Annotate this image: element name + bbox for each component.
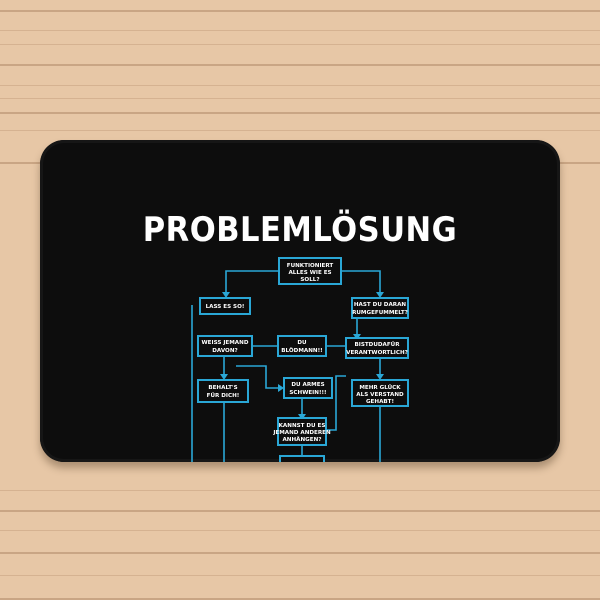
floor-plank <box>0 512 600 554</box>
svg-text:LASS ES SO!: LASS ES SO! <box>206 304 245 310</box>
svg-text:DAVON?: DAVON? <box>212 348 238 354</box>
svg-text:FUNKTIONIERT: FUNKTIONIERT <box>287 263 334 269</box>
svg-text:BLÖDMANN!!: BLÖDMANN!! <box>281 347 322 354</box>
floor-plank <box>0 0 600 12</box>
box-behalts: BEHALT'S FÜR DICH! <box>197 379 249 403</box>
svg-text:MEHR GLÜCK: MEHR GLÜCK <box>359 384 401 391</box>
svg-text:DU ARMES: DU ARMES <box>291 382 324 388</box>
floor-plank <box>0 470 600 512</box>
svg-text:ANHÄNGEN?: ANHÄNGEN? <box>282 436 321 443</box>
box-lass-es-so: LASS ES SO! <box>199 297 251 315</box>
box-du-bloedmann: DU BLÖDMANN!! <box>277 335 327 357</box>
svg-text:BISTDUDAFÜR: BISTDUDAFÜR <box>354 341 400 348</box>
svg-text:HAST DU DARAN: HAST DU DARAN <box>354 302 407 308</box>
box-partial-bottom <box>279 455 325 462</box>
svg-text:SOLL?: SOLL? <box>300 277 319 283</box>
svg-text:WEISS JEMAND: WEISS JEMAND <box>202 340 249 346</box>
svg-text:FÜR DICH!: FÜR DICH! <box>207 392 240 399</box>
box-mehr-glueck: MEHR GLÜCK ALS VERSTAND GEHABT! <box>351 379 409 407</box>
svg-text:SCHWEIN!!!: SCHWEIN!!! <box>289 390 326 396</box>
box-bist-du: BISTDUDAFÜR VERANTWORTLICH? <box>345 337 409 359</box>
svg-text:ALLES WIE ES: ALLES WIE ES <box>288 270 331 276</box>
mat-title: PROBLEMLÖSUNG <box>142 210 458 250</box>
svg-text:ALS VERSTAND: ALS VERSTAND <box>356 392 404 398</box>
svg-text:DU: DU <box>297 340 307 346</box>
floor-plank <box>0 12 600 66</box>
floor-plank <box>0 66 600 114</box>
floor-plank <box>0 554 600 600</box>
box-kannst-du: KANNST DU ES JEMAND ANDEREN ANHÄNGEN? <box>272 417 331 446</box>
box-armes-schwein: DU ARMES SCHWEIN!!! <box>283 377 333 399</box>
bath-mat: PROBLEMLÖSUNG <box>40 140 560 462</box>
svg-text:GEHABT!: GEHABT! <box>366 399 394 405</box>
svg-text:BEHALT'S: BEHALT'S <box>208 385 237 391</box>
svg-text:VERANTWORTLICH?: VERANTWORTLICH? <box>346 350 408 356</box>
box-weiss-jemand: WEISS JEMAND DAVON? <box>197 335 253 357</box>
svg-text:RUMGEFUMMELT?: RUMGEFUMMELT? <box>352 310 408 316</box>
box-hast-du: HAST DU DARAN RUMGEFUMMELT? <box>351 297 409 319</box>
svg-text:JEMAND ANDEREN: JEMAND ANDEREN <box>272 430 331 436</box>
flowchart: FUNKTIONIERT ALLES WIE ES SOLL? LASS ES … <box>191 257 409 462</box>
svg-text:KANNST DU ES: KANNST DU ES <box>279 423 326 429</box>
box-start: FUNKTIONIERT ALLES WIE ES SOLL? <box>278 257 342 285</box>
